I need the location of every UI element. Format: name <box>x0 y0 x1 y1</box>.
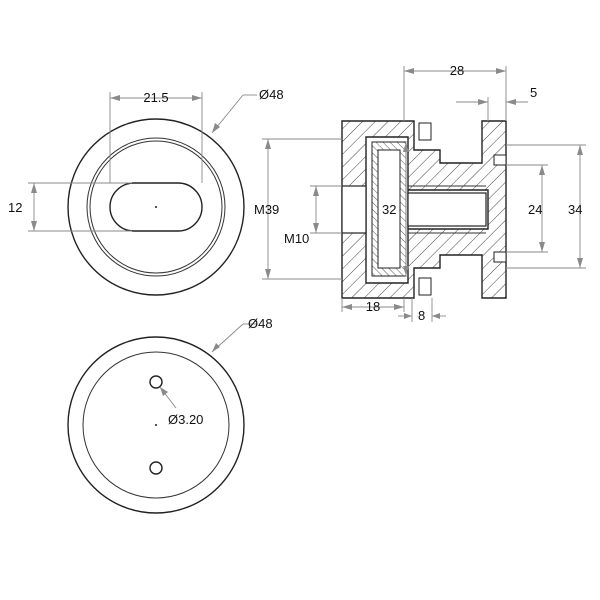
bottom-center-mark <box>155 424 157 426</box>
top-inner-circle <box>86 137 226 277</box>
bottom-hole-bottom <box>149 461 163 475</box>
dim-height-34: 34 <box>568 202 582 217</box>
bottom-outer-circle <box>67 336 245 514</box>
insert-cavity <box>377 149 401 269</box>
bottom-inner-circle <box>82 351 230 499</box>
dim-inner-32: 32 <box>382 202 396 217</box>
top-outer-circle <box>67 118 245 296</box>
top-inner-circle-2 <box>89 140 223 274</box>
dim-bottom-diameter: Ø48 <box>248 316 273 331</box>
dim-flange-width: 5 <box>530 85 537 100</box>
dim-section-width: 28 <box>450 63 464 78</box>
notch-top <box>493 154 507 166</box>
bottom-hole-top <box>149 375 163 389</box>
bottom-slot <box>418 277 432 296</box>
dim-slot-height: 12 <box>8 200 22 215</box>
dim-hole-diameter: Ø3.20 <box>168 412 203 427</box>
dim-depth-18: 18 <box>366 299 380 314</box>
dim-inner-24: 24 <box>528 202 542 217</box>
dim-thread-m10: M10 <box>284 231 309 246</box>
section-view: 28 5 M39 M10 32 24 <box>254 63 586 323</box>
bottom-view: Ø48 Ø3.20 <box>67 316 273 514</box>
top-view: 21.5 Ø48 12 <box>8 87 284 296</box>
dim-top-width: 21.5 <box>143 90 168 105</box>
dim-depth-8: 8 <box>418 308 425 323</box>
notch-bottom <box>493 251 507 263</box>
dim-thread-m39: M39 <box>254 202 279 217</box>
dim-top-diameter: Ø48 <box>259 87 284 102</box>
slot <box>109 182 203 232</box>
top-slot <box>418 122 432 141</box>
top-center-mark <box>155 206 157 208</box>
m10-bore <box>407 192 487 227</box>
left-bore <box>341 185 367 234</box>
